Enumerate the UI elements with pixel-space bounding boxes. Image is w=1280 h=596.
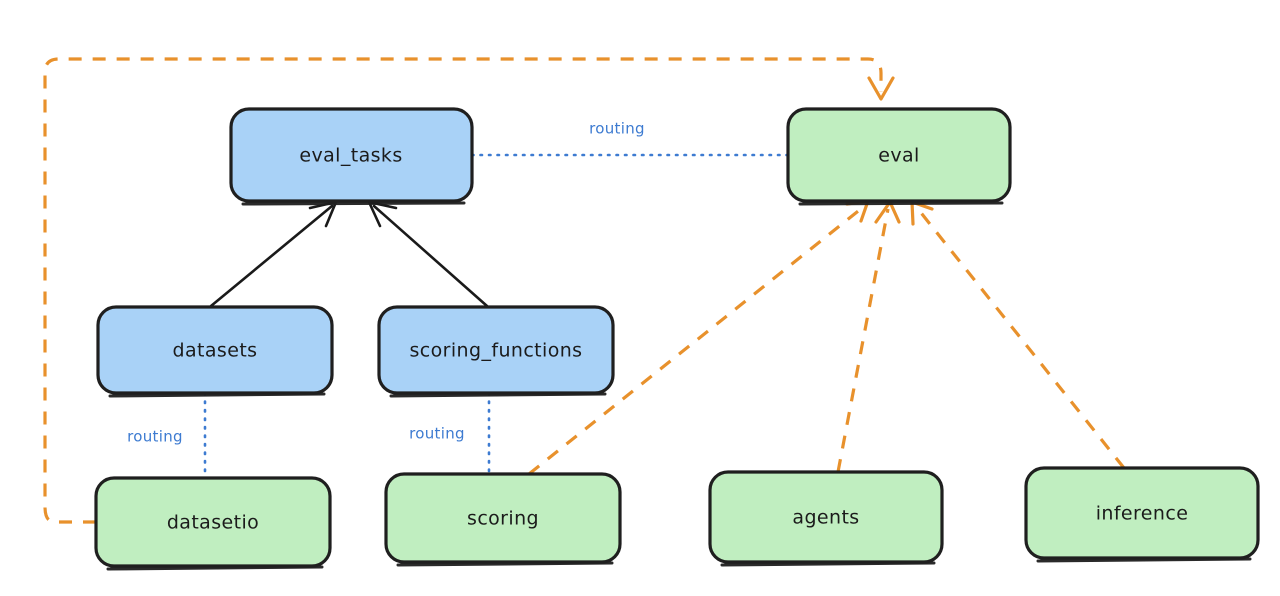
node-label-inference: inference: [1096, 503, 1189, 525]
edge-datasets-evaltasks[interactable]: [209, 200, 338, 308]
edge-datasets-datasetio[interactable]: routing: [127, 391, 207, 480]
node-agents[interactable]: agents: [708, 470, 944, 567]
edge-scoringfunctions-evaltasks[interactable]: [367, 200, 489, 308]
node-scoring-functions[interactable]: scoring_functions: [377, 305, 615, 398]
edge-datasetio-eval[interactable]: [43, 57, 895, 524]
edge-evaltasks-eval[interactable]: routing: [470, 120, 790, 157]
edge-inference-eval[interactable]: [910, 200, 1126, 469]
node-layer: eval_tasks eval datasets scoring_functio…: [94, 107, 1260, 571]
node-eval[interactable]: eval: [786, 107, 1012, 206]
edge-label-routing-eval: routing: [589, 120, 645, 138]
node-label-eval: eval: [878, 145, 919, 167]
node-eval-tasks[interactable]: eval_tasks: [229, 107, 474, 206]
node-label-eval-tasks: eval_tasks: [299, 145, 402, 167]
node-label-datasetio: datasetio: [167, 512, 259, 534]
node-scoring[interactable]: scoring: [384, 472, 622, 567]
edge-agents-eval[interactable]: [836, 200, 901, 473]
node-label-agents: agents: [792, 507, 859, 529]
node-datasetio[interactable]: datasetio: [94, 476, 332, 571]
edge-scoringfunctions-scoring[interactable]: routing: [409, 391, 491, 476]
node-label-datasets: datasets: [173, 340, 258, 362]
edge-label-routing-datasetio: routing: [127, 428, 183, 446]
node-inference[interactable]: inference: [1024, 466, 1260, 563]
node-datasets[interactable]: datasets: [96, 305, 334, 398]
edge-label-routing-scoring: routing: [409, 425, 465, 443]
node-label-scoring-functions: scoring_functions: [410, 340, 583, 362]
node-label-scoring: scoring: [467, 508, 539, 530]
